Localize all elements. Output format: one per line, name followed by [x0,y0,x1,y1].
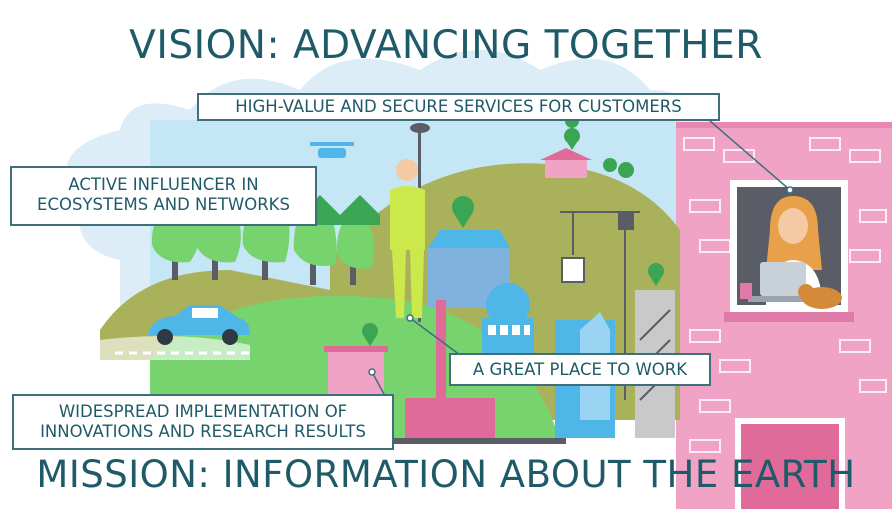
car [148,305,250,345]
callout-leaders [368,120,794,397]
callout-great-workplace-text: A GREAT PLACE TO WORK [472,360,688,379]
callout-customer-services-text: HIGH-VALUE AND SECURE SERVICES FOR CUSTO… [235,97,682,116]
ground [390,438,566,444]
callout-ecosystem-influencer: ACTIVE INFLUENCER IN ECOSYSTEMS AND NETW… [10,166,317,226]
surveyor [390,123,430,322]
callout-customer-services: HIGH-VALUE AND SECURE SERVICES FOR CUSTO… [197,93,720,121]
drone [310,142,354,158]
pink-building [676,122,892,509]
callout-innovations: WIDESPREAD IMPLEMENTATION OF INNOVATIONS… [12,394,394,450]
location-pin-icons [362,114,664,346]
callout-innovations-line2: INNOVATIONS AND RESEARCH RESULTS [40,422,366,441]
callout-ecosystem-influencer-line2: ECOSYSTEMS AND NETWORKS [37,195,290,214]
hill-house [540,148,634,178]
vision-title: VISION: ADVANCING TOGETHER [129,23,763,68]
callout-innovations-line1: WIDESPREAD IMPLEMENTATION OF [58,402,348,421]
callout-ecosystem-influencer-line1: ACTIVE INFLUENCER IN [68,175,259,194]
callout-great-workplace: A GREAT PLACE TO WORK [449,353,711,386]
blue-building [428,230,510,308]
road [100,336,250,360]
mission-title: MISSION: INFORMATION ABOUT THE EARTH [36,453,856,496]
